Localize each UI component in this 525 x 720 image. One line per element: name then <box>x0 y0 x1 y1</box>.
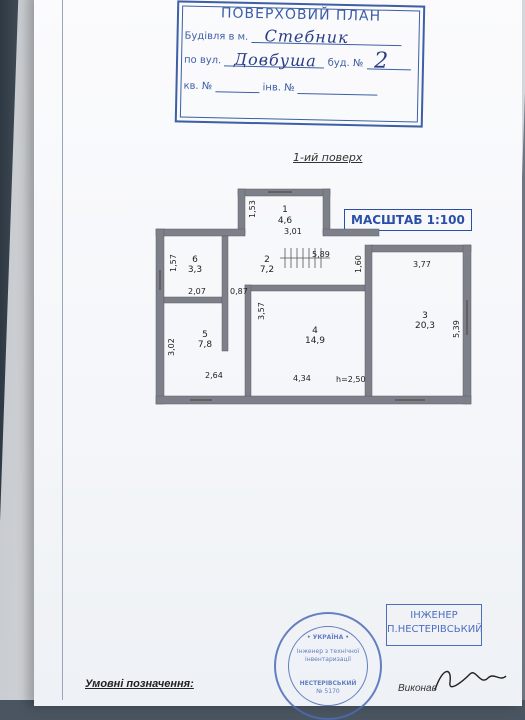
seal-country: • УКРАЇНА • <box>306 634 350 641</box>
legend-title: Умовні позначення: <box>85 678 194 690</box>
dim-2-07: 2,07 <box>188 287 206 296</box>
dim-2-64: 2,64 <box>205 371 223 380</box>
dim-3-01: 3,01 <box>284 227 302 236</box>
wall-room6-right <box>221 235 229 352</box>
stairs <box>280 248 330 268</box>
room-5-area: 7,8 <box>198 340 213 350</box>
executor-label: Виконав <box>398 683 437 694</box>
room-4-number: 4 <box>312 326 318 336</box>
wall-room4-left <box>244 284 252 397</box>
dim-5-89: 5,89 <box>312 250 330 259</box>
room-labels: 1 4,6 2 7,2 3 20,3 4 14,9 5 7,8 6 3,3 <box>188 205 435 350</box>
wall-bottom <box>155 395 472 405</box>
dim-1-60: 1,60 <box>354 255 363 273</box>
wall-top-right <box>370 244 472 253</box>
seal-name: НЕСТЕРІВСЬКИЙ <box>299 680 357 687</box>
wall-left-room1 <box>237 188 246 236</box>
dim-4-34: 4,34 <box>293 374 311 383</box>
dim-1-57: 1,57 <box>169 254 178 272</box>
room-3-number: 3 <box>422 311 428 321</box>
dim-3-02: 3,02 <box>167 338 176 356</box>
dim-0-87: 0,87 <box>230 287 248 296</box>
room-4-area: 14,9 <box>305 336 325 346</box>
room-1-number: 1 <box>282 205 288 215</box>
dim-3-57: 3,57 <box>257 302 266 320</box>
wall-right-room1 <box>322 188 331 236</box>
document-sheet <box>34 0 522 706</box>
room-6-number: 6 <box>192 255 198 265</box>
binding-margin-line <box>62 0 63 700</box>
walls <box>155 188 472 405</box>
dim-1-53: 1,53 <box>248 200 257 218</box>
seal-lower-text: НЕСТЕРІВСЬКИЙ № 5170 <box>294 680 362 696</box>
scale-label: МАСШТАБ 1:100 <box>344 209 472 231</box>
wall-top-left <box>155 228 246 237</box>
room-6-area: 3,3 <box>188 265 202 275</box>
round-seal: • УКРАЇНА • Інженер з технічної інвентар… <box>274 612 382 720</box>
room-2-number: 2 <box>264 255 270 265</box>
seal-line-2: інвентаризації <box>305 656 351 663</box>
wall-top-mid <box>322 228 380 237</box>
dimension-labels: 1,53 3,01 1,57 2,07 0,87 5,89 1,60 3,77 … <box>167 200 461 384</box>
wall-room4-top <box>244 284 366 292</box>
seal-reg: № 5170 <box>316 688 340 695</box>
wall-room3-left <box>364 244 373 397</box>
dim-3-77: 3,77 <box>413 260 431 269</box>
wall-room6-bottom <box>163 296 223 304</box>
wall-left <box>155 228 165 405</box>
room-1-area: 4,6 <box>278 216 293 226</box>
seal-line-1: Інженер з технічної <box>296 648 360 655</box>
dim-5-39: 5,39 <box>452 320 461 338</box>
engineer-name: П.НЕСТЕРІВСЬКИЙ <box>387 624 483 635</box>
floor-plan-drawing: 1 4,6 2 7,2 3 20,3 4 14,9 5 7,8 6 3,3 1,… <box>155 188 472 405</box>
room-3-area: 20,3 <box>415 321 435 331</box>
openings <box>159 191 468 401</box>
signature-stroke <box>434 670 507 691</box>
engineer-stamp: ІНЖЕНЕР П.НЕСТЕРІВСЬКИЙ <box>386 604 483 646</box>
engineer-title: ІНЖЕНЕР <box>410 610 458 621</box>
room-2-area: 7,2 <box>260 265 274 275</box>
seal-text: Інженер з технічної інвентаризації <box>294 648 362 664</box>
ceiling-height: h=2,50 <box>336 375 366 384</box>
floor-title: 1-ий поверх <box>293 151 363 164</box>
signature-mark <box>434 670 507 691</box>
room-5-number: 5 <box>202 330 208 340</box>
